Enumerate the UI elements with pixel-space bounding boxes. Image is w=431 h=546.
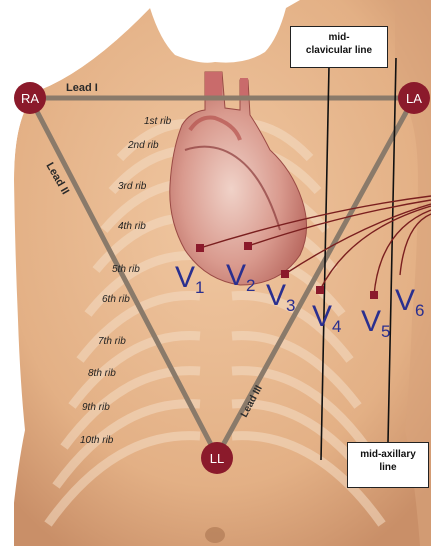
mid-clavicular-line-1: mid- <box>291 31 387 44</box>
v2-electrode <box>244 242 252 250</box>
mid-axillary-callout: mid-axillary line <box>347 442 429 488</box>
v4-electrode <box>316 286 324 294</box>
mid-axillary-line-1: mid-axillary <box>348 448 428 461</box>
mid-clavicular-callout: mid- clavicular line <box>290 26 388 68</box>
rib-label: 4th rib <box>118 221 146 232</box>
rib-label: 6th rib <box>102 294 130 305</box>
rib-label: 5th rib <box>112 264 140 275</box>
rib-label: 7th rib <box>98 336 126 347</box>
rib-label: 3rd rib <box>118 181 147 192</box>
v5-electrode <box>370 291 378 299</box>
la-label: LA <box>406 91 422 106</box>
ll-label: LL <box>210 451 224 466</box>
mid-clavicular-line-2: clavicular line <box>291 44 387 57</box>
limb-electrode-ll: LL <box>201 442 233 474</box>
mid-axillary-line-2: line <box>348 461 428 474</box>
limb-electrode-la: LA <box>398 82 430 114</box>
v3-electrode <box>281 270 289 278</box>
rib-label: 10th rib <box>80 435 114 446</box>
lead-i-label: Lead I <box>66 82 98 94</box>
limb-electrode-ra: RA <box>14 82 46 114</box>
v1-electrode <box>196 244 204 252</box>
rib-label: 1st rib <box>144 116 172 127</box>
ra-label: RA <box>21 91 39 106</box>
rib-label: 2nd rib <box>127 140 159 151</box>
rib-label: 8th rib <box>88 368 116 379</box>
rib-label: 9th rib <box>82 402 110 413</box>
